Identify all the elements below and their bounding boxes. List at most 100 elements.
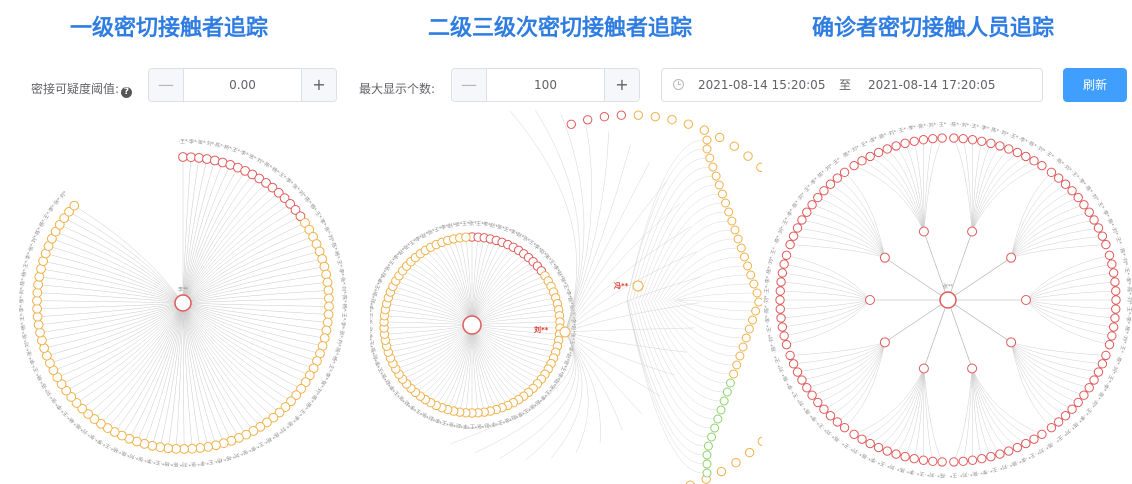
edge-line: [626, 299, 704, 465]
contact-node: [32, 311, 43, 322]
contact-label: ·陈*: [1095, 389, 1106, 401]
contact-label: ·李*: [1124, 315, 1132, 325]
contact-node: [738, 342, 748, 352]
contact-label: ·王*: [19, 313, 26, 323]
contact-node: [699, 125, 710, 135]
contact-node: [792, 367, 803, 377]
contact-node: [891, 141, 901, 151]
contact-label: ·李*: [370, 302, 376, 313]
source-node: [462, 315, 482, 335]
contact-node: [1037, 160, 1047, 171]
contact-node: [324, 301, 334, 312]
max-display-label: 最大显示个数:: [359, 82, 436, 96]
date-range-picker[interactable]: 2021-08-14 15:20:05 至 2021-08-14 17:20:0…: [661, 68, 1043, 102]
edge-line: [1010, 342, 1099, 373]
contact-node: [582, 115, 593, 125]
edge-line: [182, 302, 274, 418]
contact-node: [1101, 239, 1111, 250]
contact-label: ·李*: [1017, 135, 1029, 145]
threshold-decrease-button[interactable]: —: [149, 69, 184, 101]
contact-node: [757, 436, 762, 447]
contact-label: ·赵*: [382, 376, 393, 388]
max-display-stepper[interactable]: — +: [451, 68, 640, 102]
edge-line: [1010, 342, 1090, 388]
max-display-increase-button[interactable]: +: [604, 69, 639, 101]
contact-label: ·赵*: [401, 397, 413, 409]
question-icon[interactable]: ?: [121, 87, 133, 98]
edge-line: [971, 145, 1001, 232]
contact-label: ·杨*: [109, 444, 121, 454]
contact-node: [211, 440, 221, 451]
edge-line: [678, 299, 755, 303]
edge-line: [1011, 244, 1106, 258]
edge-line: [37, 300, 184, 304]
threshold-increase-button[interactable]: +: [301, 69, 336, 101]
source-label: 张**: [943, 283, 954, 290]
date-range-start[interactable]: 2021-08-14 15:20:05: [698, 78, 826, 92]
contact-label: ·李*: [1076, 176, 1088, 188]
contact-node: [1110, 313, 1120, 323]
contact-node: [54, 219, 65, 230]
contact-label: ·王*: [340, 311, 347, 321]
contact-label: ·刘*: [767, 255, 776, 266]
date-range-end[interactable]: 2021-08-14 17:20:05: [868, 78, 996, 92]
edge-line: [535, 110, 580, 333]
contact-label: ·张*: [337, 328, 346, 339]
max-display-decrease-button[interactable]: —: [452, 69, 487, 101]
edge-line: [121, 302, 184, 436]
edge-line: [564, 331, 676, 376]
contact-label: ·张*: [542, 251, 554, 263]
contact-label: ·李*: [532, 242, 544, 254]
edge-line: [1010, 177, 1059, 258]
contact-label: ·赵*: [481, 421, 491, 429]
contact-node: [781, 250, 792, 261]
edge-line: [182, 290, 329, 304]
contact-label: ·刘*: [776, 363, 786, 375]
edge-line: [551, 331, 583, 459]
edge-line: [793, 342, 886, 365]
contact-label: ·王*: [970, 123, 980, 130]
contact-label: ·李*: [487, 420, 498, 429]
contact-node: [32, 303, 43, 314]
contact-node: [203, 441, 214, 452]
edge-line: [971, 141, 982, 232]
contact-node: [267, 182, 278, 193]
contact-label: ·刘*: [43, 387, 54, 399]
edge-line: [878, 152, 925, 232]
contact-node: [776, 313, 786, 323]
edge-line: [853, 368, 925, 435]
threshold-stepper[interactable]: — +: [148, 68, 337, 102]
contact-label: ·王*: [407, 238, 418, 248]
contact-node: [832, 173, 843, 183]
contact-node: [1111, 295, 1121, 305]
threshold-input[interactable]: [184, 69, 301, 101]
edge-line: [861, 160, 925, 232]
edge-line: [64, 217, 184, 304]
contact-label: ·刘*: [998, 462, 1009, 472]
contact-label: ·赵*: [419, 230, 431, 241]
edge-line: [659, 299, 736, 357]
contact-node: [685, 480, 695, 484]
refresh-button[interactable]: 刷新: [1063, 68, 1127, 102]
contact-label: ·张*: [284, 419, 296, 431]
contact-node: [254, 173, 265, 184]
edge-line: [182, 302, 327, 331]
contact-label: ·张*: [371, 288, 381, 299]
contact-node: [736, 243, 746, 253]
contact-label: ·张*: [339, 275, 347, 285]
contact-node: [1073, 397, 1083, 408]
contact-label: ·李*: [785, 207, 796, 219]
contact-label: ·杨*: [307, 201, 318, 213]
contact-label: ·杨*: [302, 399, 313, 411]
edge-line: [182, 302, 310, 376]
edge-line: [790, 342, 885, 356]
edge-line: [963, 368, 973, 462]
edge-line: [786, 299, 871, 345]
contact-label: ·王*: [152, 458, 162, 465]
contact-node: [290, 205, 301, 215]
edge-line: [182, 209, 296, 304]
max-display-input[interactable]: [487, 69, 604, 101]
contact-node: [986, 138, 996, 149]
edge-line: [784, 263, 871, 301]
contact-label: ·李*: [290, 412, 302, 424]
